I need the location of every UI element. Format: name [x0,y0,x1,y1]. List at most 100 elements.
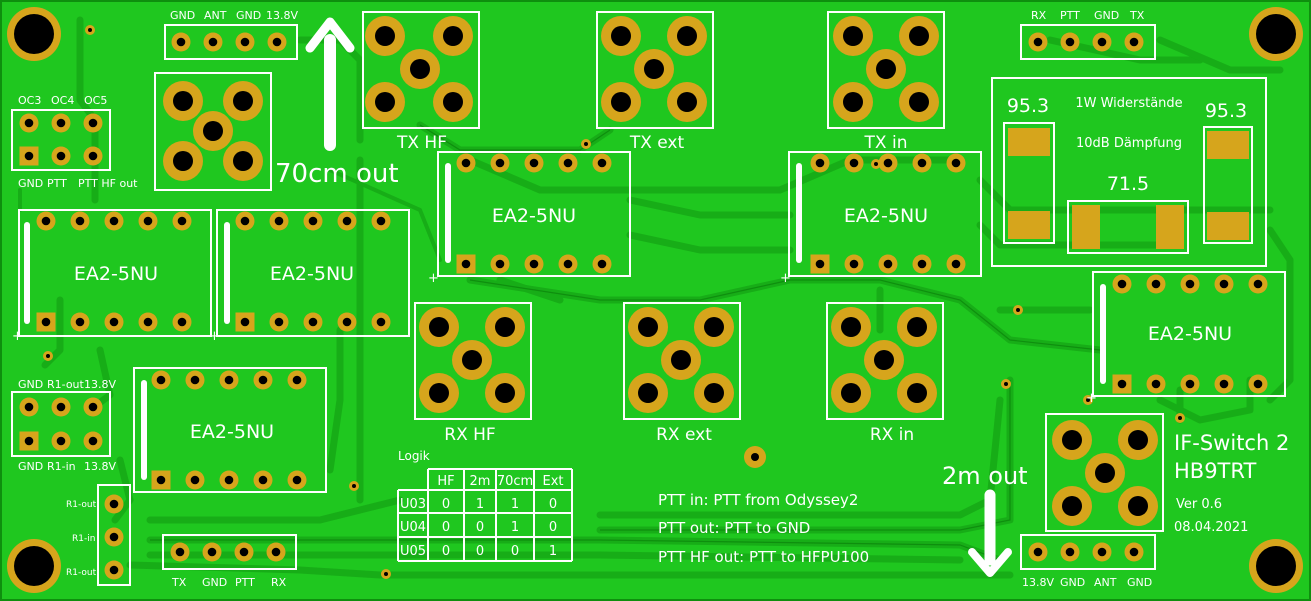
header-label: TX [171,576,187,589]
connector-tx-in: TX in [827,11,945,153]
label-rx-in: RX in [870,425,914,445]
mount-hole-br [1249,539,1303,593]
relay-2: + EA2-5NU [209,209,410,344]
relay-label: EA2-5NU [270,263,354,285]
header-label: R1-in [47,460,76,473]
header-label: 13.8V [84,378,116,391]
header-oc: OC3 OC4 OC5 GND PTT PTT HF out [11,94,138,190]
mount-hole-tl [7,7,61,61]
header-label: PTT HF out [78,177,138,190]
header-label: 13.8V [84,460,116,473]
header-label: R1-in [72,534,95,544]
label-tx-hf: TX HF [396,133,447,153]
relay-6: EA2-5NU [133,367,327,493]
header-label: OC4 [51,94,74,107]
test-pad [744,446,766,468]
connector-tx-ext: TX ext [596,11,714,153]
relay-label: EA2-5NU [1148,323,1232,345]
logic-title: Logik [398,449,430,463]
resistor-mid [1067,200,1189,254]
header-label: GND [170,9,195,22]
logic-header: HF [437,474,454,489]
connector-2m-out [1045,413,1164,532]
header-label: GND [236,9,261,22]
logic-cell: 1 [549,544,557,559]
arrow-2m-down [968,489,1012,577]
logic-cell: 0 [442,497,450,512]
attenuator-block: 1W Widerstände 10dB Dämpfung 95.3 95.3 7… [991,77,1267,267]
title-block: IF-Switch 2 HB9TRT Ver 0.6 08.04.2021 [1174,431,1289,535]
svg-text:+: + [780,271,791,286]
logic-cell: 0 [442,520,450,535]
resistor-title: 1W Widerstände [1075,96,1182,111]
header-top-left: GND ANT GND 13.8V [164,9,298,60]
logic-cell: 0 [511,544,519,559]
svg-text:+: + [209,329,220,344]
arrow-70cm-up [305,17,355,151]
header-label: GND [1094,9,1119,22]
note-ptt-hf-out: PTT HF out: PTT to HFPU100 [658,548,869,566]
header-label: RX [1031,9,1047,22]
logic-table: Logik HF 2m 70cm Ext U03 0 1 1 0 U04 0 0… [397,449,573,562]
relay-label: EA2-5NU [190,421,274,443]
logic-cell: 0 [442,544,450,559]
connector-rx-hf: RX HF [414,302,532,445]
resistor-right [1203,126,1253,244]
logic-cell: 1 [511,520,519,535]
header-bottom-left: TX GND PTT RX [162,534,297,589]
header-label: PTT [47,177,67,190]
header-label: PTT [1060,9,1080,22]
board-title: IF-Switch 2 [1174,431,1289,455]
header-label: ANT [204,9,227,22]
header-label: R1-out [47,378,85,391]
label-rx-ext: RX ext [656,425,712,445]
logic-cell: U03 [400,497,426,512]
relay-label: EA2-5NU [492,205,576,227]
header-label: 13.8V [266,9,298,22]
header-label: GND [18,177,43,190]
logic-header: 70cm [497,474,533,489]
header-label: R1-out [66,500,97,510]
header-label: PTT [235,576,255,589]
ptt-notes: PTT in: PTT from Odyssey2 PTT out: PTT t… [658,491,869,566]
header-bottom-right: 13.8V GND ANT GND [1020,534,1156,589]
logic-header: Ext [542,474,563,489]
label-tx-ext: TX ext [629,133,685,153]
logic-cell: U04 [400,520,426,535]
header-label: GND [1127,576,1152,589]
resistor-left [1003,122,1055,244]
relay-4: + EA2-5NU [780,151,982,286]
resistor-left-value: 95.3 [1007,95,1049,117]
logic-cell: 0 [549,497,557,512]
header-label: GND [18,460,43,473]
logic-cell: U05 [400,544,426,559]
logic-cell: 0 [476,544,484,559]
logic-cell: 0 [549,520,557,535]
note-ptt-in: PTT in: PTT from Odyssey2 [658,491,858,509]
label-70cm-out: 70cm out [275,159,399,189]
note-ptt-out: PTT out: PTT to GND [658,519,810,537]
label-2m-out: 2m out [942,462,1028,490]
svg-text:+: + [428,271,439,286]
relay-1: + EA2-5NU [12,209,212,344]
connector-rx-in: RX in [826,302,944,445]
resistor-subtitle: 10dB Dämpfung [1076,136,1182,151]
header-r1: GND R1-out 13.8V GND R1-in 13.8V [11,378,116,473]
board-author: HB9TRT [1174,459,1256,483]
board-date: 08.04.2021 [1174,520,1248,535]
relay-label: EA2-5NU [74,263,158,285]
label-rx-hf: RX HF [444,425,495,445]
connector-70cm-out [154,72,272,191]
resistor-mid-value: 71.5 [1107,173,1149,195]
mount-hole-bl [7,539,61,593]
header-label: 13.8V [1022,576,1054,589]
header-label: RX [271,576,287,589]
resistor-right-value: 95.3 [1205,100,1247,122]
logic-cell: 0 [476,520,484,535]
connector-rx-ext: RX ext [623,302,741,445]
connector-tx-hf: TX HF [362,11,480,153]
header-top-right: RX PTT GND TX [1020,9,1156,60]
header-label: GND [202,576,227,589]
relay-label: EA2-5NU [844,205,928,227]
